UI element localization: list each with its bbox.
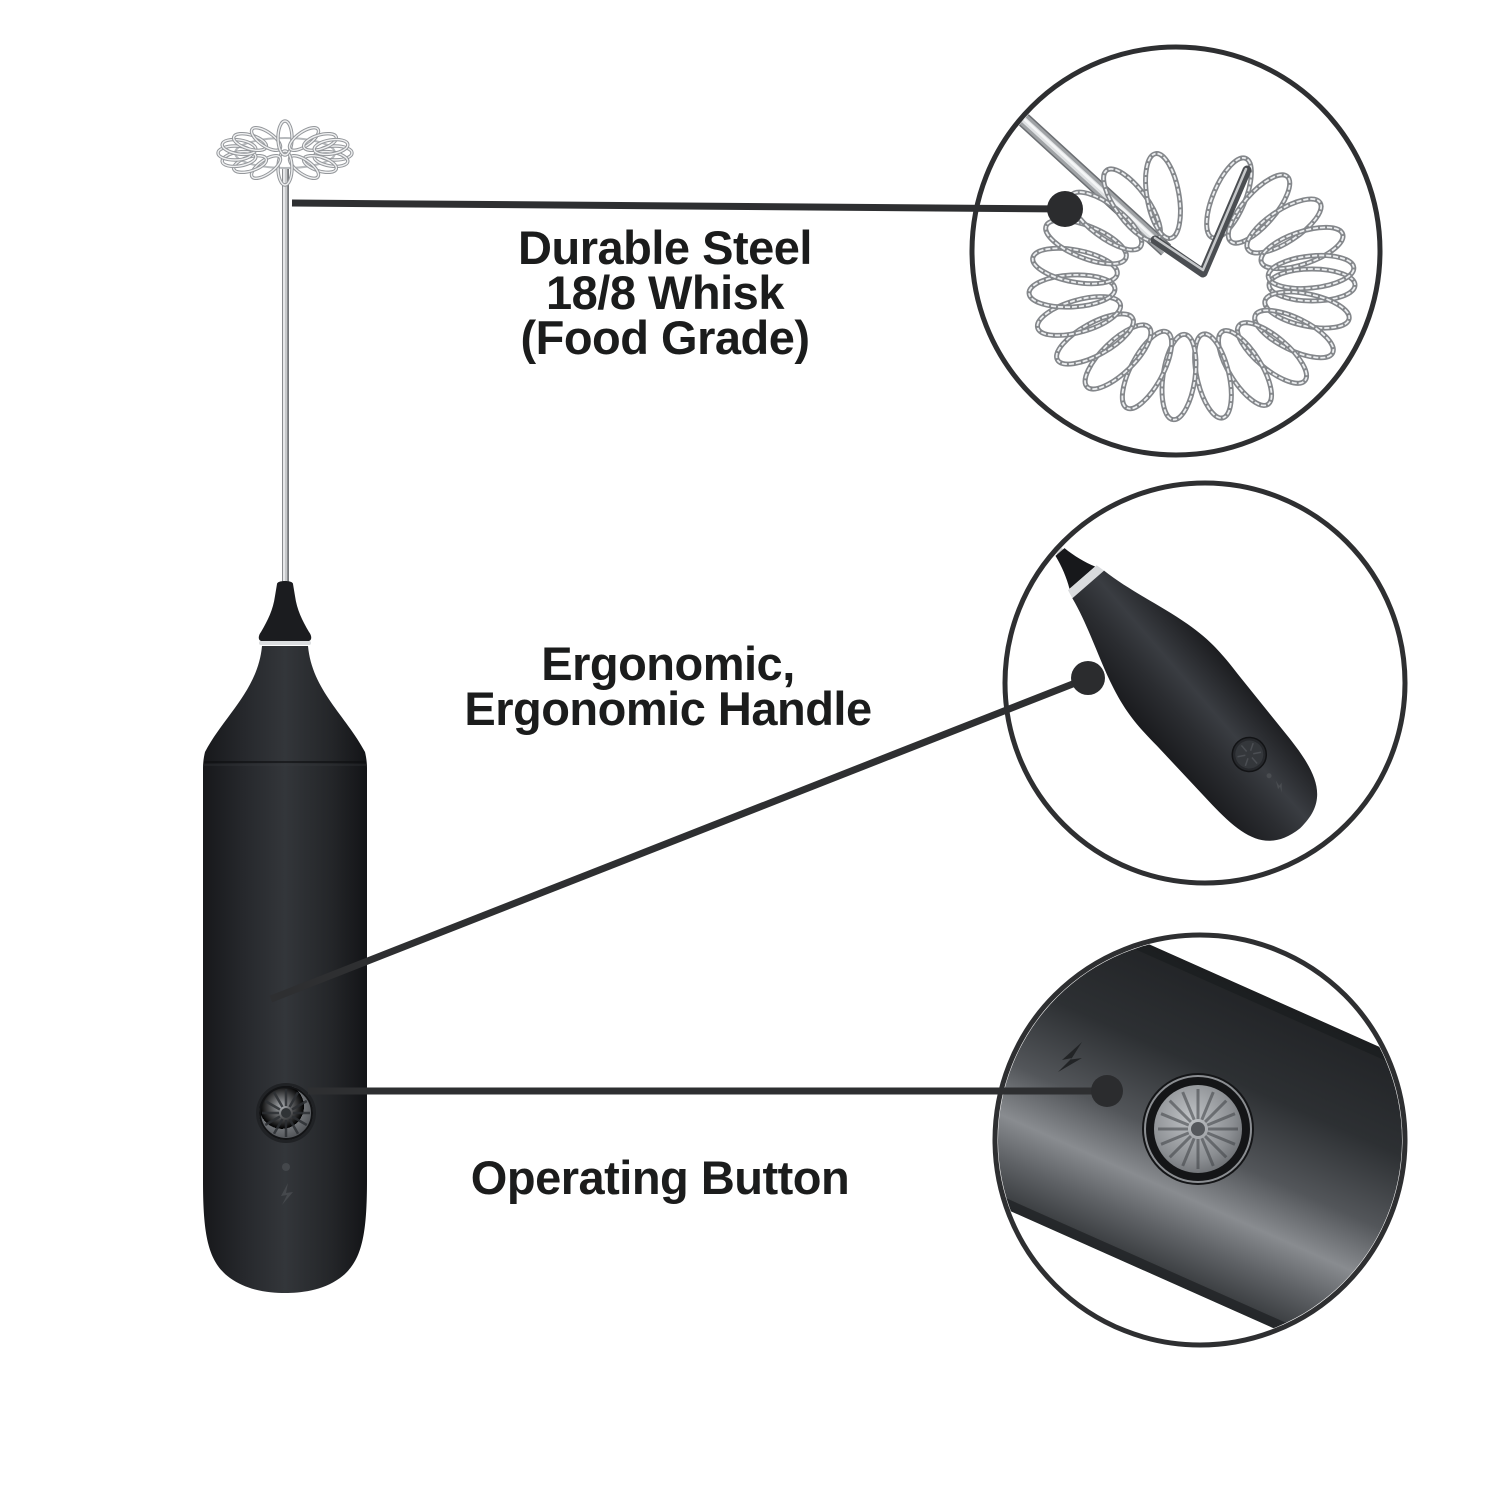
whisk-head-icon [216,119,354,187]
leader-dots [1047,191,1123,1107]
whisk-label: Durable Steel 18/8 Whisk (Food Grade) [465,221,865,364]
leader-lines [269,199,1107,1095]
whisk-label-line1: Durable Steel [518,221,812,274]
closeup-lightning-bolt-icon [1058,1042,1082,1072]
handle-label-line2: Ergonomic Handle [464,682,872,735]
lightning-bolt-icon [281,1183,293,1205]
power-button-icon[interactable] [256,1083,316,1143]
whisk-label-line3: (Food Grade) [520,311,810,364]
frother-device [203,119,367,1293]
whisk-shaft [282,168,289,590]
callout-circle-handle [1002,480,1408,886]
button-closeup-power-button-icon [1142,1073,1254,1185]
shaft-collet-cone [258,581,312,641]
handle-label: Ergonomic, Ergonomic Handle [440,637,896,735]
collet-gap-ring [259,641,311,645]
handle-leader-line [269,674,1090,1003]
handle-leader-dot [1071,661,1105,695]
callout-circle-whisk [969,44,1383,458]
handle-label-line1: Ergonomic, [541,637,795,690]
device-body [203,646,367,1293]
button-leader-dot [1091,1075,1123,1107]
handle-led-dot-icon [1266,773,1272,779]
whisk-leader-line [291,199,1066,213]
operating-button-label: Operating Button [460,1151,860,1204]
led-dot-icon [282,1163,290,1171]
handle-closeup-image [1045,536,1318,841]
operating-button-label-line1: Operating Button [470,1151,850,1204]
handle-lightning-bolt-icon [1275,780,1282,793]
handle-button-icon [1231,736,1268,773]
whisk-leader-dot [1047,191,1083,227]
callout-circle-button [992,932,1408,1348]
whisk-closeup-image [994,92,1355,422]
whisk-label-line2: 18/8 Whisk [546,266,784,319]
